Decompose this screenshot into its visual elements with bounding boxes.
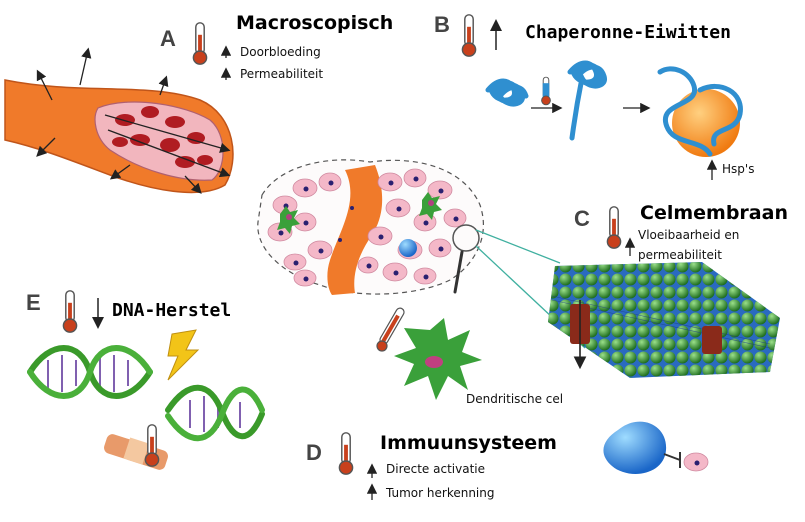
dendritic-cell-illustration xyxy=(394,318,482,400)
panel-c-title: Celmembraan xyxy=(640,202,788,224)
panel-c-letter: C xyxy=(574,206,590,231)
panel-d-thermometer-icon xyxy=(338,432,354,475)
hsp-complex-illustration xyxy=(657,66,743,157)
cell-membrane-illustration xyxy=(548,262,780,378)
dna-helix-illustration xyxy=(27,345,265,442)
bandage-thermometer-icon xyxy=(144,424,160,467)
panel-a-line1: Doorbloeding xyxy=(240,45,321,59)
panel-d-line1: Directe activatie xyxy=(386,462,485,476)
panel-a-letter: A xyxy=(160,26,176,51)
panel-a-title: Macroscopisch xyxy=(236,12,394,34)
lightning-icon xyxy=(167,329,200,381)
panel-d-title: Immuunsysteem xyxy=(380,432,557,454)
protein-folding-illustration xyxy=(485,60,607,141)
panel-b-letter: B xyxy=(434,12,450,37)
tumor-tissue-illustration xyxy=(257,159,485,295)
panel-c-line1: Vloeibaarheid en xyxy=(638,228,740,242)
panel-d-line2: Tumor herkenning xyxy=(386,486,495,500)
panel-c-thermometer-icon xyxy=(606,206,622,249)
protein-thermometer-icon xyxy=(542,77,551,105)
immune-cell-illustration xyxy=(603,421,709,474)
magnifier-icon xyxy=(452,224,480,294)
panel-e-thermometer-icon xyxy=(62,290,78,333)
panel-b-thermometer-icon xyxy=(461,14,477,57)
blood-vessel-illustration xyxy=(4,47,234,194)
panel-e-title: DNA-Herstel xyxy=(112,300,232,321)
panel-b-note: Hsp's xyxy=(722,162,755,176)
panel-a-thermometer-icon xyxy=(192,22,208,65)
dendritic-cell-label: Dendritische cel xyxy=(466,392,564,406)
probe-thermometer-icon xyxy=(376,307,405,352)
panel-a-line2: Permeabiliteit xyxy=(240,67,324,81)
panel-b-title: Chaperonne-Eiwitten xyxy=(525,22,731,43)
panel-d-letter: D xyxy=(306,440,322,465)
bandage-icon xyxy=(104,434,168,470)
panel-e-letter: E xyxy=(26,290,41,315)
panel-c-line2: permeabiliteit xyxy=(638,248,722,262)
